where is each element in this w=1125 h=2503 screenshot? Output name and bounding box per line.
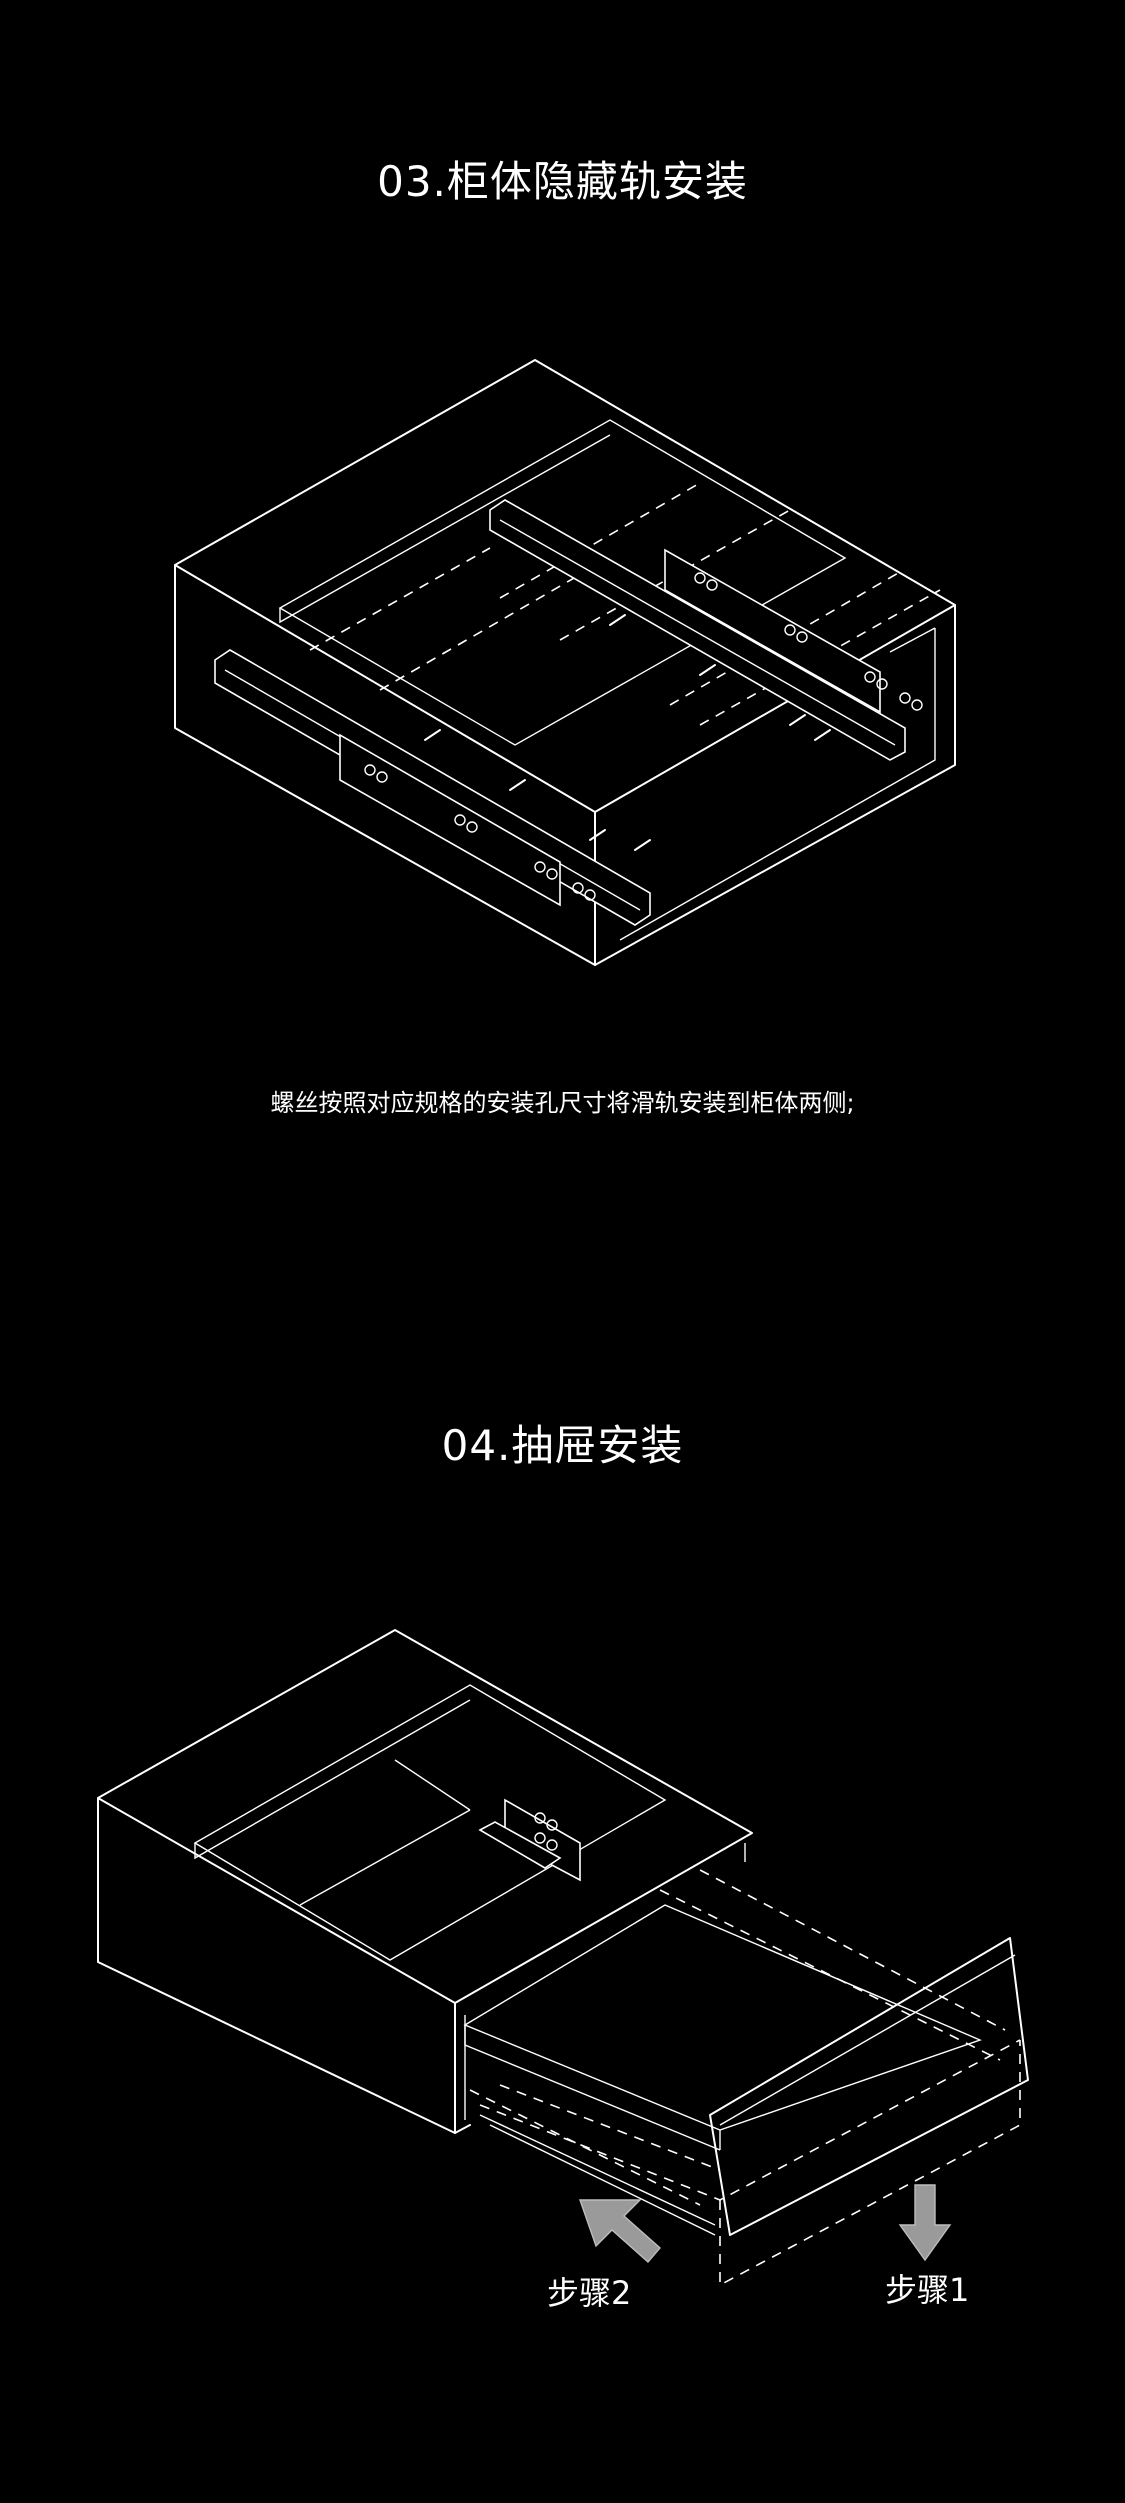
left-rail xyxy=(214,649,651,926)
step-1-label: 步骤1 xyxy=(885,2271,970,2309)
section-3-title: 03.柜体隐藏轨安装 xyxy=(377,157,748,206)
drawer xyxy=(463,1869,1029,2287)
step-2-arrow-icon xyxy=(579,2199,661,2263)
cabinet-body xyxy=(97,1629,753,2134)
right-rail xyxy=(489,499,923,761)
section-4-title: 04.抽屉安装 xyxy=(441,1421,684,1470)
step-1-arrow-icon xyxy=(898,2184,952,2262)
step-2-label: 步骤2 xyxy=(547,2274,632,2312)
screws xyxy=(424,614,831,851)
section-3-description: 螺丝按照对应规格的安装孔尺寸将滑轨安装到柜体两侧; xyxy=(270,1089,855,1117)
inner-rail xyxy=(478,1798,581,1882)
